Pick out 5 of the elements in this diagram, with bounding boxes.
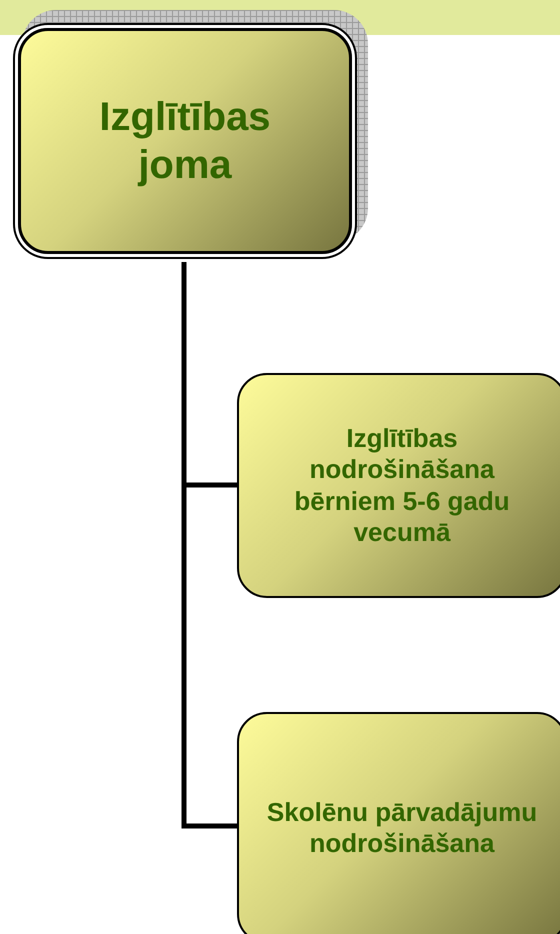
box-label: Izglītības joma [98, 94, 272, 189]
box-label: Izglītības nodrošināšana bērniem 5-6 gadu vecumā [293, 423, 511, 548]
box-label: Skolēnu pārvadājumu nodrošināšana [266, 796, 538, 860]
item-box [237, 373, 560, 598]
item-box [237, 712, 560, 934]
